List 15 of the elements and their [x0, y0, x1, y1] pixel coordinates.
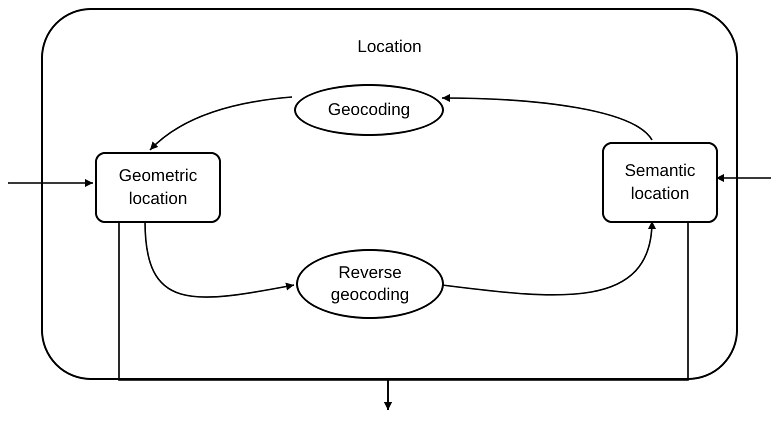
arrow — [384, 221, 689, 410]
node-label: Geometric location — [118, 165, 198, 210]
arrow — [149, 96, 292, 151]
process-box — [95, 152, 221, 223]
process-box — [602, 142, 718, 223]
arrow — [442, 220, 656, 296]
node-label: Geocoding — [326, 98, 412, 121]
container-box — [41, 8, 738, 380]
arrow — [442, 94, 653, 140]
arrow — [144, 220, 294, 298]
arrow — [8, 179, 93, 187]
node-label: Semantic location — [624, 160, 696, 204]
node-label: Reverse geocoding — [330, 262, 410, 306]
container-title: Location — [356, 36, 423, 58]
arrow — [716, 174, 771, 182]
